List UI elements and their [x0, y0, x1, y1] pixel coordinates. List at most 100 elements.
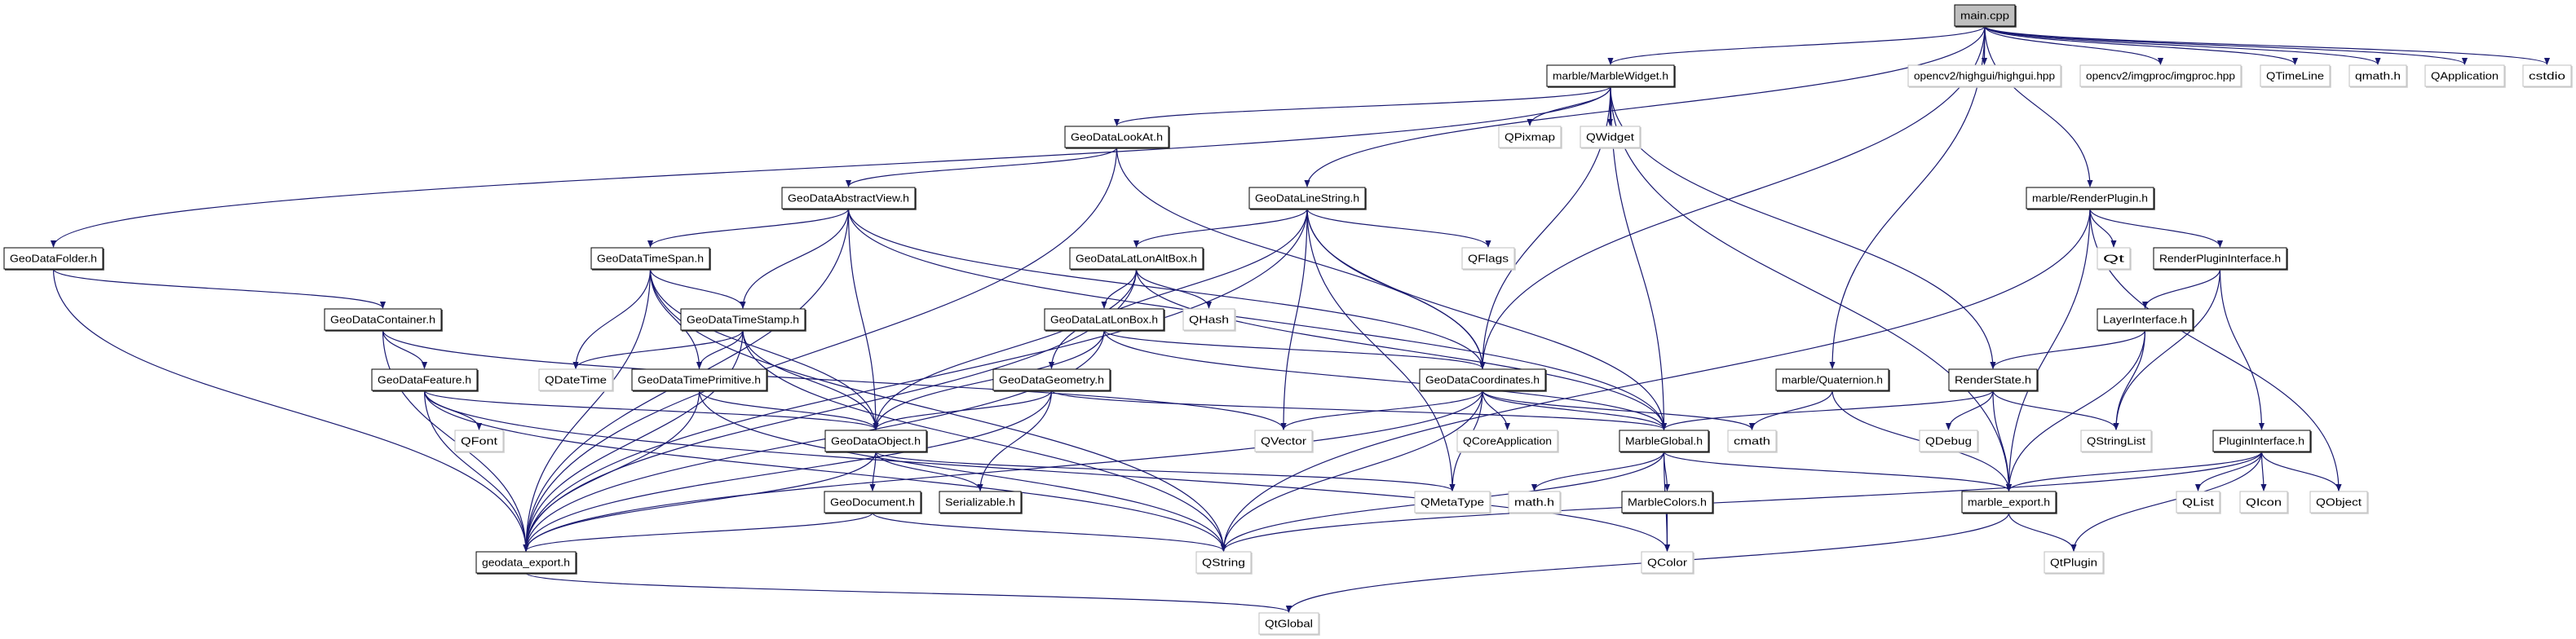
node-label: Qt [2103, 253, 2125, 265]
node-geodatatimeprimitive-h[interactable]: GeoDataTimePrimitive.h [631, 368, 768, 392]
node-math-h: math.h [1508, 491, 1562, 514]
node-label: QColor [1647, 557, 1688, 569]
edge-geodataabstractview-h-to-marbleglobal-h [847, 208, 1668, 430]
node-geodocument-h[interactable]: GeoDocument.h [824, 491, 922, 514]
node-marble-marblewidget-h[interactable]: marble/MarbleWidget.h [1546, 64, 1676, 88]
node-marble-export-h[interactable]: marble_export.h [1961, 491, 2057, 514]
edge-geodataobject-h-to-serializable-h [875, 451, 983, 491]
node-qdebug: QDebug [1919, 430, 1979, 453]
edge-marbleglobal-h-to-math-h [1531, 451, 1665, 491]
edge-marble-export-h-to-qtplugin [2008, 512, 2077, 552]
node-opencv2-highgui-highgui-hpp: opencv2/highgui/highgui.hpp [1907, 64, 2062, 88]
node-label: RenderPluginInterface.h [2159, 253, 2281, 265]
node-marble-quaternion-h[interactable]: marble/Quaternion.h [1775, 368, 1890, 392]
node-geodatafeature-h[interactable]: GeoDataFeature.h [371, 368, 479, 392]
node-qpixmap: QPixmap [1498, 126, 1562, 149]
edge-geodatalinestring-h-to-marbleglobal-h [1306, 208, 1668, 430]
edge-geodatageometry-h-to-geodata-export-h [523, 390, 1053, 552]
node-label: QWidget [1586, 131, 1634, 143]
edge-geodatalatlonbox-h-to-geodata-export-h [523, 329, 1105, 552]
node-qvector: QVector [1254, 430, 1314, 453]
node-marblecolors-h[interactable]: MarbleColors.h [1621, 491, 1714, 514]
node-geodataobject-h[interactable]: GeoDataObject.h [824, 430, 928, 453]
node-geodatafolder-h[interactable]: GeoDataFolder.h [3, 247, 104, 271]
edge-marbleglobal-h-to-marble-export-h [1663, 451, 2012, 491]
node-geodatalookat-h[interactable]: GeoDataLookAt.h [1064, 126, 1170, 149]
edge-marble-renderplugin-h-to-marble-export-h [2005, 208, 2091, 491]
node-plugininterface-h[interactable]: PluginInterface.h [2212, 430, 2312, 453]
node-geodatalatlonbox-h[interactable]: GeoDataLatLonBox.h [1044, 308, 1165, 332]
edge-main-cpp-to-geodatacoordinates-h [1479, 25, 1986, 369]
node-geodataabstractview-h[interactable]: GeoDataAbstractView.h [781, 187, 917, 210]
node-geodatacoordinates-h[interactable]: GeoDataCoordinates.h [1419, 368, 1547, 392]
edge-geodataabstractview-h-to-geodatacoordinates-h [847, 208, 1486, 369]
node-main-cpp[interactable]: main.cpp [1954, 4, 2017, 28]
nodes-layer: main.cpp marble/MarbleWidget.h opencv2/hig… [3, 4, 2573, 636]
node-geodatatimestamp-h[interactable]: GeoDataTimeStamp.h [680, 308, 806, 332]
node-label: QCoreApplication [1463, 435, 1552, 447]
node-geodatalinestring-h[interactable]: GeoDataLineString.h [1248, 187, 1367, 210]
node-label: opencv2/imgproc/imgproc.hpp [2086, 70, 2235, 82]
node-qapplication: QApplication [2424, 64, 2506, 88]
edge-plugininterface-h-to-qstring [1221, 451, 2263, 552]
node-label: MarbleGlobal.h [1625, 435, 1703, 447]
node-cmath: cmath [1727, 430, 1778, 453]
node-label: QIcon [2246, 496, 2282, 509]
edge-geodatatimestamp-h-to-qstring [742, 329, 1227, 552]
node-geodatatimespan-h[interactable]: GeoDataTimeSpan.h [590, 247, 711, 271]
edge-renderplugininterface-h-to-layerinterface-h [2141, 268, 2221, 309]
node-qcolor: QColor [1641, 551, 1695, 575]
edge-geodatatimeprimitive-h-to-qstring [698, 390, 1227, 552]
edge-marble-renderplugin-h-to-renderplugininterface-h [2089, 208, 2224, 248]
node-serializable-h[interactable]: Serializable.h [939, 491, 1023, 514]
node-qtimeline: QTimeLine [2260, 64, 2331, 88]
edge-plugininterface-h-to-qicon [2260, 451, 2267, 491]
node-label: GeoDataObject.h [831, 435, 921, 447]
edge-marble-marblewidget-h-to-qpixmap [1527, 86, 1611, 126]
edge-main-cpp-to-marble-quaternion-h [1829, 25, 1986, 369]
node-label: geodata_export.h [482, 557, 570, 569]
node-layerinterface-h[interactable]: LayerInterface.h [2097, 308, 2194, 332]
node-renderstate-h[interactable]: RenderState.h [1948, 368, 2039, 392]
node-label: QApplication [2431, 70, 2499, 82]
node-marble-renderplugin-h[interactable]: marble/RenderPlugin.h [2026, 187, 2155, 210]
edge-geodatalatlonbox-h-to-geodatacoordinates-h [1103, 329, 1486, 369]
edge-plugininterface-h-to-qtplugin [2070, 451, 2263, 552]
node-label: marble_export.h [1968, 496, 2050, 509]
edge-layerinterface-h-to-marble-export-h [2005, 329, 2146, 491]
node-geodatageometry-h[interactable]: GeoDataGeometry.h [992, 368, 1111, 392]
node-label: GeoDataLatLonAltBox.h [1076, 253, 1197, 265]
node-geodatalatlonaltbox-h[interactable]: GeoDataLatLonAltBox.h [1069, 247, 1204, 271]
node-label: GeoDataLookAt.h [1071, 131, 1163, 143]
edge-geodatalatlonaltbox-h-to-qhash [1135, 268, 1213, 309]
node-label: PluginInterface.h [2219, 435, 2304, 447]
edge-geodatacoordinates-h-to-qcoreapplication [1482, 390, 1511, 430]
edge-geodatafeature-h-to-qstring [423, 390, 1227, 552]
node-qcoreapplication: QCoreApplication [1456, 430, 1559, 453]
node-label: GeoDataAbstractView.h [788, 192, 909, 205]
node-label: cmath [1734, 435, 1770, 447]
node-label: math.h [1514, 496, 1554, 509]
node-label: GeoDocument.h [830, 496, 915, 509]
edge-main-cpp-to-geodatalinestring-h [1304, 25, 1986, 187]
node-label: marble/Quaternion.h [1782, 374, 1883, 386]
edge-geodatafeature-h-to-qcolor [423, 390, 1670, 552]
edge-renderstate-h-to-qstringlist [1992, 390, 2119, 430]
edge-geodatafolder-h-to-geodata-export-h [52, 268, 529, 552]
edge-main-cpp-to-qapplication [1984, 25, 2468, 65]
edge-main-cpp-to-opencv2-imgproc-imgproc-hpp [1984, 25, 2164, 65]
node-label: QVector [1261, 435, 1307, 447]
node-geodata-export-h[interactable]: geodata_export.h [475, 551, 577, 575]
edge-geodatatimestamp-h-to-geodatatimeprimitive-h [696, 329, 744, 369]
node-geodatacontainer-h[interactable]: GeoDataContainer.h [324, 308, 443, 332]
node-marbleglobal-h[interactable]: MarbleGlobal.h [1619, 430, 1710, 453]
node-label: QObject [2316, 496, 2362, 509]
node-renderplugininterface-h[interactable]: RenderPluginInterface.h [2153, 247, 2288, 271]
node-label: marble/RenderPlugin.h [2032, 192, 2148, 205]
edge-geodatafolder-h-to-geodatacontainer-h [52, 268, 386, 309]
node-label: GeoDataTimeSpan.h [597, 253, 704, 265]
node-opencv2-imgproc-imgproc-hpp: opencv2/imgproc/imgproc.hpp [2079, 64, 2242, 88]
node-label: RenderState.h [1955, 374, 2031, 386]
edge-marble-quaternion-h-to-cmath [1748, 390, 1833, 430]
